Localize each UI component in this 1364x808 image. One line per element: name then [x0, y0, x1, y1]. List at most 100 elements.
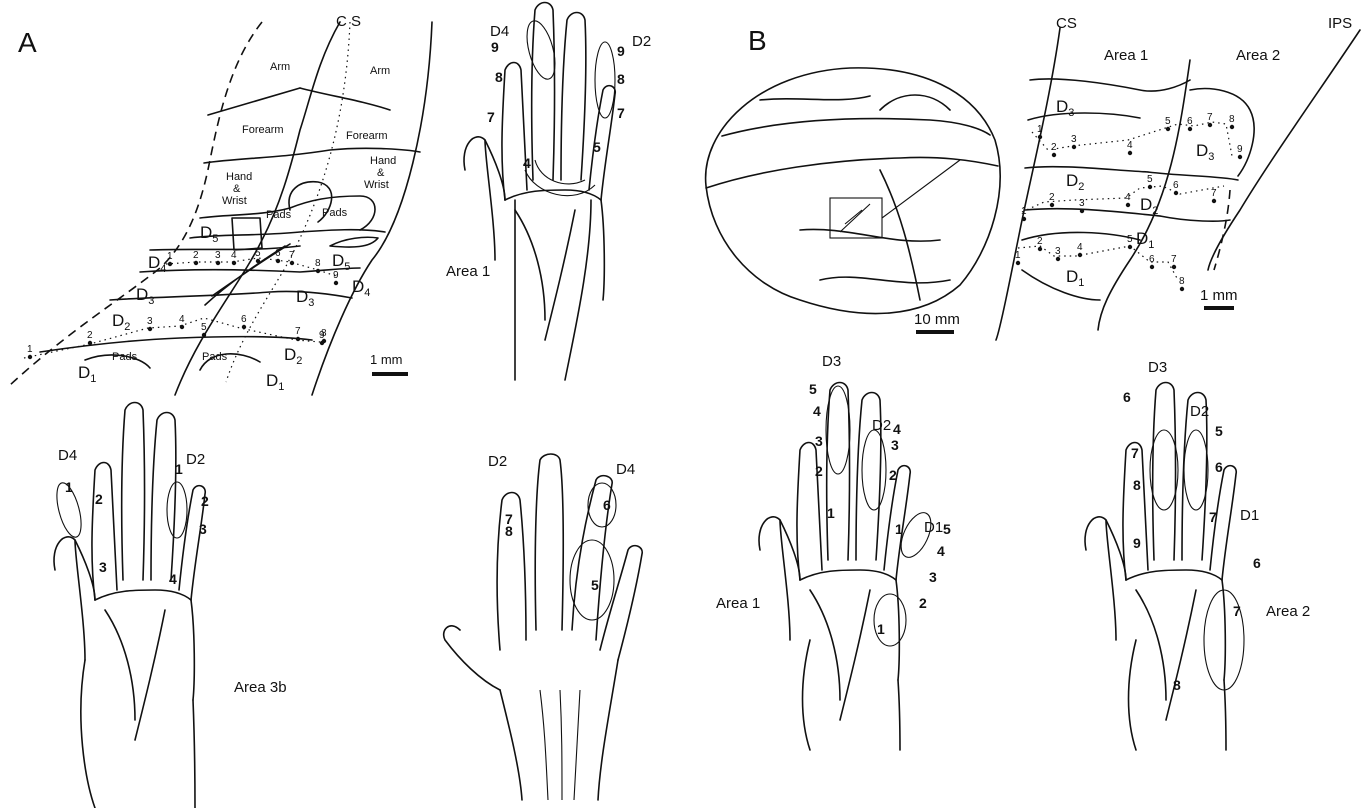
map-b-d3-site-dot — [1072, 145, 1076, 149]
hand-a-area1 — [464, 3, 615, 381]
digit-d2-right-b: D2 — [1140, 195, 1158, 217]
map-b-d1-site-dot — [1078, 253, 1082, 257]
map-b-d3-number: 5 — [1165, 116, 1171, 127]
digit-d3-right: D3 — [296, 287, 314, 309]
map-a-d4-number: 8 — [315, 258, 321, 269]
digit-d3-left: D3 — [136, 285, 154, 307]
hand-b-area2-d1-number: 6 — [1253, 555, 1261, 571]
map-a-d4-number: 9 — [333, 270, 339, 281]
region-wrist-left: Wrist — [222, 195, 247, 207]
region-pads-top-right: Pads — [322, 207, 348, 219]
map-b-cs-line — [996, 28, 1060, 340]
map-b-d1-number: 4 — [1077, 242, 1083, 253]
map-a-d4-site-dot — [232, 261, 236, 265]
map-b-d3-site-dot — [1052, 153, 1056, 157]
hand-a-area1-d4-number: 9 — [491, 39, 499, 55]
map-b-d1-site-dot — [1038, 247, 1042, 251]
map-a-d4-site-dot — [256, 259, 260, 263]
map-b-d2-number: 6 — [1173, 180, 1179, 191]
map-b-d1-number: 8 — [1179, 276, 1185, 287]
hand-b-area1-d2-number: 2 — [889, 467, 897, 483]
map-b-d2-number: 1 — [1021, 206, 1027, 217]
digit-d3-left-b: D3 — [1056, 97, 1074, 119]
central-sulcus-label: C S — [336, 13, 361, 30]
hand-a-area1-d4-number: 7 — [487, 109, 495, 125]
sulcus-ips-label: IPS — [1328, 15, 1352, 32]
map-a-d5-right-block — [330, 237, 378, 247]
map-b-d3-number: 4 — [1127, 140, 1133, 151]
hand-b-area2-d2-numbers: 567 — [1209, 423, 1223, 525]
region-amp-right: & — [377, 167, 385, 179]
digit-d1-left-b: D1 — [1066, 267, 1084, 289]
hand-b-area1-d3-number: 1 — [827, 505, 835, 521]
map-a-d2-site-dot — [148, 327, 152, 331]
map-a-d2-number: 1 — [27, 344, 33, 355]
map-a-scale-bar — [372, 372, 408, 376]
map-b-d3-number: 3 — [1071, 134, 1077, 145]
digit-d1-right: D1 — [266, 371, 284, 393]
map-b-d1-site-dot — [1128, 245, 1132, 249]
digit-d2-left-b: D2 — [1066, 171, 1084, 193]
map-a-d2-number: 9 — [319, 330, 325, 341]
map-b-d2-number: 2 — [1049, 192, 1055, 203]
digit-d4-left: D4 — [148, 253, 166, 275]
map-a-d4-site-dot — [290, 261, 294, 265]
hand-a-area1-d2-number: 7 — [617, 105, 625, 121]
hand-b-area2-d2-number: 5 — [1215, 423, 1223, 439]
map-a-d4-site-dot — [334, 281, 338, 285]
map-a-d4-number: 4 — [231, 250, 237, 261]
hand-a-dorsal-d4-number: 5 — [591, 577, 599, 593]
map-b-d2-number: 4 — [1125, 192, 1131, 203]
hand-b-area1-d3-number: 5 — [809, 381, 817, 397]
brain-b: 10 mm — [706, 68, 1001, 334]
map-a-d2-number: 5 — [201, 322, 207, 333]
map-a-d2-number: 3 — [147, 316, 153, 327]
map-b-d1-site-dot — [1150, 265, 1154, 269]
map-a-d2-site-dot — [242, 325, 246, 329]
region-arm-left: Arm — [270, 61, 290, 73]
map-b-d3-number: 9 — [1237, 144, 1243, 155]
region-pads-top-left: Pads — [266, 209, 292, 221]
map-a-arm-line — [208, 88, 390, 115]
map-a-d2-number: 6 — [241, 314, 247, 325]
hand-a-area1-d4-number: 4 — [523, 155, 531, 171]
hand-a-area3b-d4-numbers: 123 — [65, 479, 107, 575]
hand-a-area3b-d2-number: 3 — [199, 521, 207, 537]
map-b-d2-track-numbers: 1234567 — [1021, 174, 1217, 221]
map-a-d4-number: 5 — [255, 248, 261, 259]
region-forearm-right: Forearm — [346, 130, 388, 142]
hand-b-area2-d1-number: 8 — [1173, 677, 1181, 693]
hand-b-area1-label-d2: D2 — [872, 417, 891, 434]
map-b-d3-site-dot — [1166, 127, 1170, 131]
hand-b-area2-d2-number: 6 — [1215, 459, 1223, 475]
region-pads-bottom-left: Pads — [112, 351, 138, 363]
map-b-d1-site-dot — [1056, 257, 1060, 261]
map-b-d1-site-dot — [1016, 261, 1020, 265]
hand-a-area3b-d2-number: 4 — [169, 571, 177, 587]
hand-b-area2-d3-number: 9 — [1133, 535, 1141, 551]
hand-b-area1-d2-number: 1 — [895, 521, 903, 537]
map-a-d2-site-dot — [320, 341, 324, 345]
hand-a-area3b-label-d2: D2 — [186, 451, 205, 468]
map-a-d4-number: 1 — [167, 251, 173, 262]
map-b-d3-number: 7 — [1207, 112, 1213, 123]
map-b-d3-number: 1 — [1037, 124, 1043, 135]
map-a-d2-number: 7 — [295, 326, 301, 337]
map-a-d2-number: 4 — [179, 314, 185, 325]
hand-b-area2-d3-numbers: 6789 — [1123, 389, 1141, 551]
map-a-d4-number: 3 — [215, 250, 221, 261]
map-b-d2-number: 7 — [1211, 188, 1217, 199]
hand-b-area2-d3-number: 7 — [1131, 445, 1139, 461]
hand-a-area1-labels: D4 D2 Area 1 — [446, 23, 651, 280]
map-a-d2-bottom — [40, 337, 312, 352]
map-a-d2-site-dot — [296, 337, 300, 341]
area1-label: Area 1 — [1104, 47, 1148, 64]
map-b-d3-site-dot — [1188, 127, 1192, 131]
map-b-d1-site-dot — [1180, 287, 1184, 291]
hand-b-area1-d3-number: 2 — [815, 463, 823, 479]
brain-sulcus-3 — [760, 95, 950, 110]
digit-d1-left: D1 — [78, 363, 96, 385]
digit-d3-right-b: D3 — [1196, 141, 1214, 163]
map-a-d4-site-dot — [216, 261, 220, 265]
